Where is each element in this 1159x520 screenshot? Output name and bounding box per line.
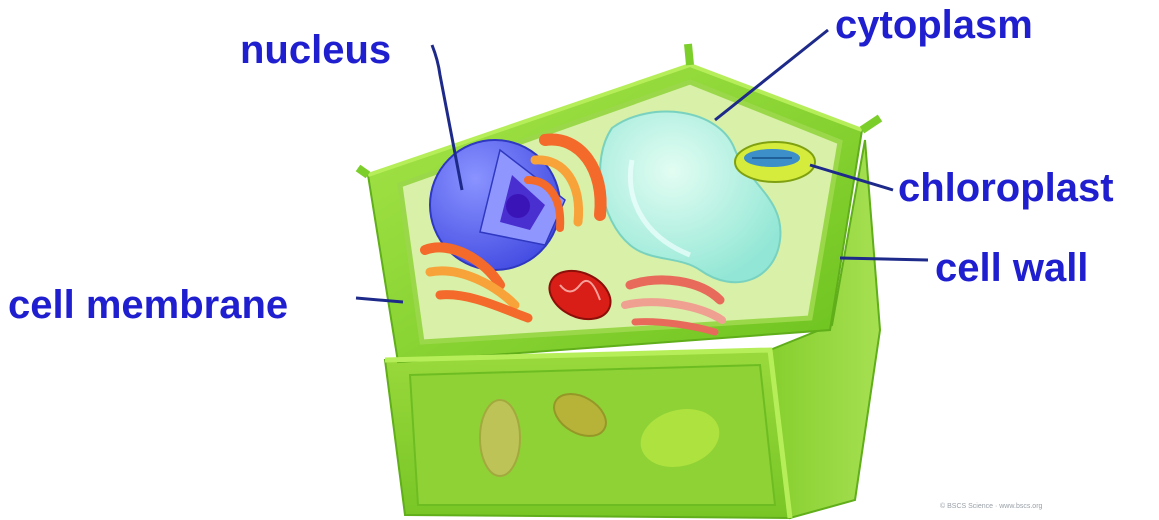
label-chloroplast: chloroplast [898,168,1114,208]
leader-cell-wall [840,258,928,260]
label-cell-wall: cell wall [935,248,1088,288]
label-cytoplasm: cytoplasm [835,5,1033,45]
image-credit: © BSCS Science · www.bscs.org [940,503,1042,510]
chloroplast [735,142,815,182]
label-cell-membrane: cell membrane [8,285,288,325]
label-nucleus: nucleus [240,30,391,70]
